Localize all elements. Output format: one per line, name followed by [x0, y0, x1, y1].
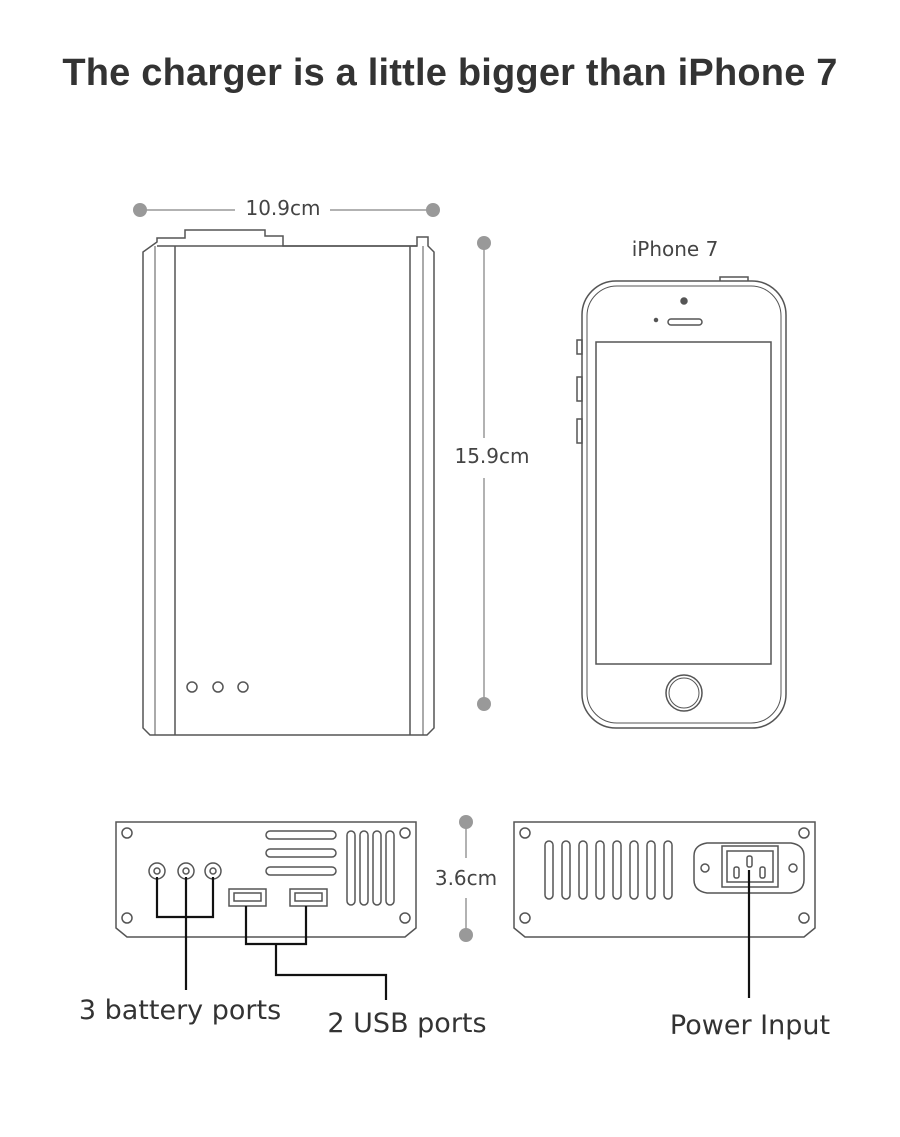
charger-power-panel: [513, 821, 816, 938]
led-3: [237, 681, 249, 693]
front-camera-icon: [680, 297, 688, 305]
charger-front-view: [142, 229, 435, 736]
usb-ports-label: 2 USB ports: [327, 1008, 486, 1039]
depth-label: 3.6cm: [435, 866, 497, 890]
iphone-outline: [576, 276, 787, 729]
indicator-leds: [186, 681, 249, 693]
height-label: 15.9cm: [454, 444, 529, 468]
usb-ports: [228, 888, 328, 907]
callout-lines: [155, 870, 751, 1000]
battery-ports-label: 3 battery ports: [79, 995, 281, 1026]
depth-dimension: [459, 815, 473, 942]
height-dimension: [477, 236, 491, 711]
home-button: [665, 674, 703, 712]
width-label: 10.9cm: [245, 196, 320, 220]
power-input-label: Power Input: [670, 1010, 830, 1041]
charger-port-panel: [115, 821, 417, 938]
battery-ports: [148, 862, 222, 880]
earpiece-speaker: [667, 318, 703, 326]
phone-screen: [595, 341, 772, 665]
led-2: [212, 681, 224, 693]
width-dimension: [133, 203, 440, 217]
phone-label: iPhone 7: [632, 237, 719, 261]
page-title: The charger is a little bigger than iPho…: [62, 52, 838, 94]
led-1: [186, 681, 198, 693]
